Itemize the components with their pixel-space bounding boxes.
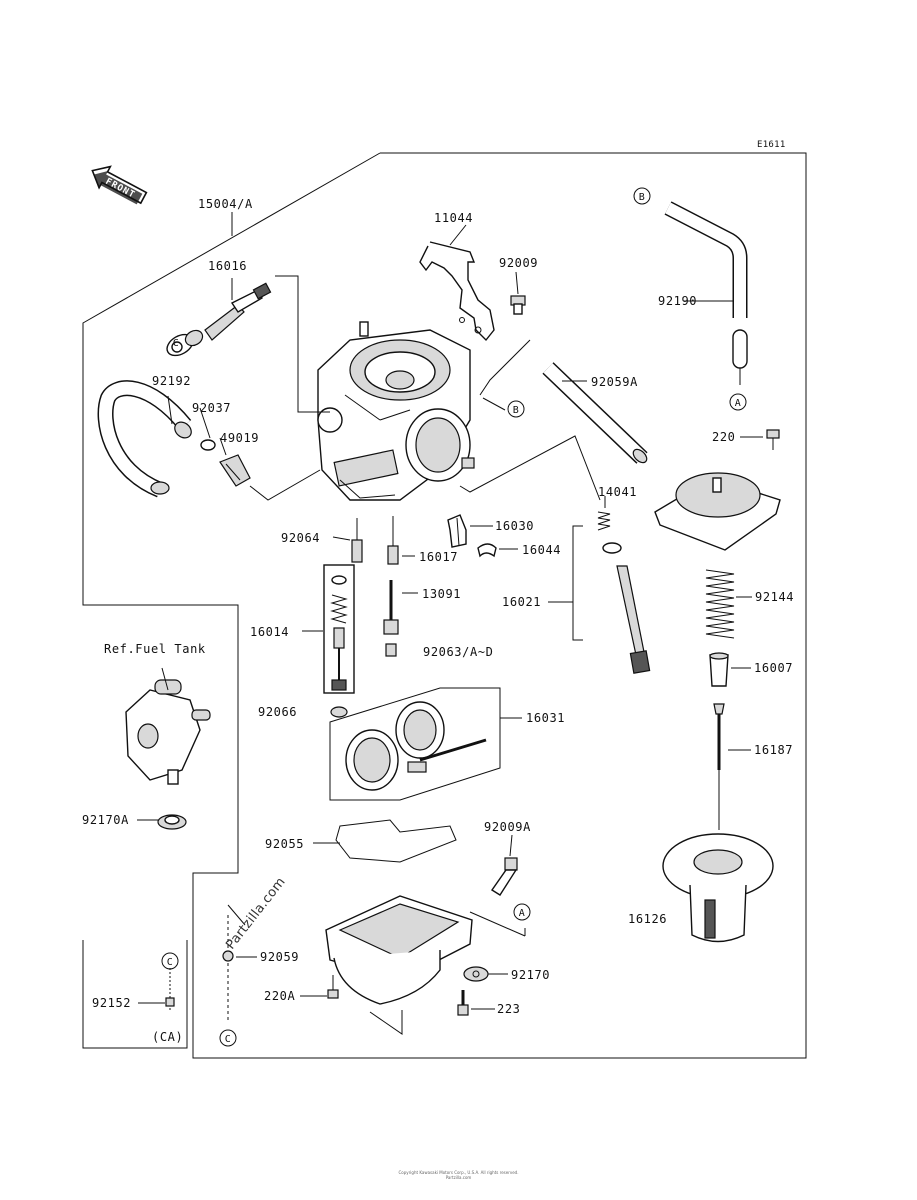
part-92059a-tube [542,362,648,464]
part-16030-valve [447,514,467,548]
carburetor-body [317,321,475,501]
part-220-screw [766,429,780,450]
label-92009a: 92009A [484,820,531,834]
label-92037: 92037 [192,401,231,415]
part-16187-jet-needle [713,703,725,830]
label-223: 223 [497,1002,520,1016]
label-92170: 92170 [511,968,550,982]
part-92063-jet [385,643,397,657]
label-16126: 16126 [628,912,667,926]
label-92192: 92192 [152,374,191,388]
part-92152 [165,968,175,1010]
footer: Copyright Kawasaki Motors Corp., U.S.A. … [0,1170,917,1180]
main-frame-outline [82,152,807,1059]
label-220a: 220A [264,989,295,1003]
label-16017: 16017 [419,550,458,564]
ref-circle-a-tube: A [729,393,747,411]
label-16044: 16044 [522,543,561,557]
part-16126-piston-diaphragm [662,833,774,943]
part-92066-cap [330,706,348,718]
label-92059a: 92059A [591,375,638,389]
ref-circle-a-tube-label: A [735,398,742,409]
label-16030: 16030 [495,519,534,533]
ref-circle-a-bowl-label: A [519,908,526,919]
label-16014: 16014 [250,625,289,639]
part-92190-tube [664,201,748,369]
ref-circle-c-bottom-label: C [225,1034,232,1045]
part-float-bowl [325,895,473,1005]
label-92009: 92009 [499,256,538,270]
label-92055: 92055 [265,837,304,851]
part-220a-screw [327,975,339,999]
part-49019-filter [219,454,251,487]
part-92009-screw [510,295,526,315]
ca-label: (CA) [152,1030,183,1044]
part-13091-screw [383,580,399,635]
part-92009a-screw [491,857,518,896]
label-92066: 92066 [258,705,297,719]
ref-circle-a-bowl: A [513,903,531,921]
part-16007-holder [709,652,729,687]
part-92059-hose [222,915,234,1020]
part-top-cover [654,472,781,551]
label-92144: 92144 [755,590,794,604]
part-92064-jet [351,518,363,563]
part-16014-jet-assembly [323,564,355,694]
part-92192-hose [97,380,192,498]
label-220: 220 [712,430,735,444]
label-92170a: 92170A [82,813,129,827]
label-92063: 92063/A~D [423,645,493,659]
part-92170-clamp [463,966,489,982]
part-16044-clip [477,543,497,558]
label-11044: 11044 [434,211,473,225]
ref-fuel-tank-label: Ref.Fuel Tank [104,642,206,656]
part-16031-throttle-valves [329,687,501,801]
ref-circle-b-top: B [633,187,651,205]
part-fuel-tank-valve [125,679,211,785]
leader-lines [137,212,763,1035]
label-49019: 49019 [220,431,259,445]
part-16021-needle [602,542,651,674]
front-arrow: FRONT [91,165,148,205]
footer-line-1: Copyright Kawasaki Motors Corp., U.S.A. … [398,1170,519,1175]
diagram-code: E1611 [757,140,786,150]
label-16021: 16021 [502,595,541,609]
ca-box-outline [82,940,188,1049]
circle-label-c-16016: C [173,338,180,349]
ref-circle-c-ca-label: C [167,957,174,968]
label-16007: 16007 [754,661,793,675]
footer-line-2: Partzilla.com [445,1175,472,1180]
part-223-screw [457,990,469,1016]
label-14041: 14041 [598,485,637,499]
part-16016-choke-plunger [166,282,272,357]
label-92064: 92064 [281,531,320,545]
ref-circle-b-body: B [507,400,525,418]
part-16017-jet [387,516,399,565]
ref-circle-c-ca: C [161,952,179,970]
ref-circle-b-top-label: B [639,192,646,203]
part-11044-bracket [419,241,495,342]
part-92170a-clamp [157,814,187,830]
watermark: Partzilla.com [223,875,288,953]
ref-circle-b-body-label: B [513,405,520,416]
label-16031: 16031 [526,711,565,725]
label-16016: 16016 [208,259,247,273]
part-14041-spring [597,511,611,531]
label-92190: 92190 [658,294,697,308]
part-92055-gasket [335,819,457,863]
label-92059: 92059 [260,950,299,964]
label-92152: 92152 [92,996,131,1010]
label-15004: 15004/A [198,197,253,211]
part-92144-spring [705,569,735,639]
ref-circle-c-bottom: C [219,1029,237,1047]
label-16187: 16187 [754,743,793,757]
label-13091: 13091 [422,587,461,601]
part-92037-clamp [200,439,216,451]
